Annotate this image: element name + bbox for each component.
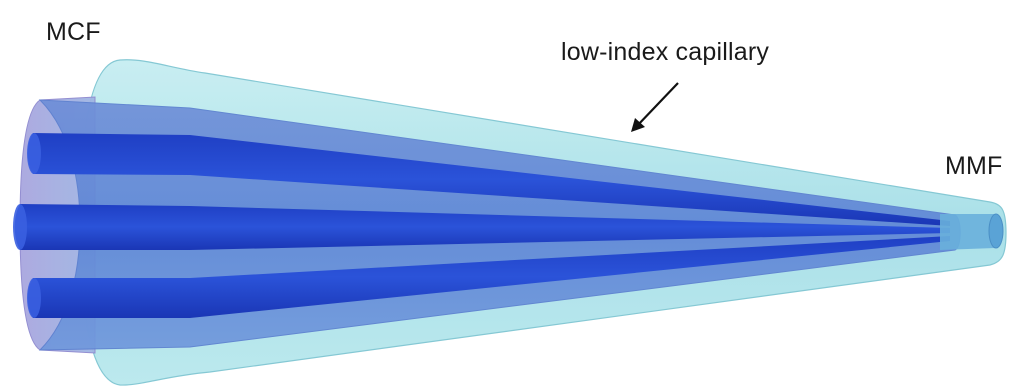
core-bottom [27,236,950,318]
core-top-endface [27,133,41,174]
core-top [27,133,950,226]
label-mmf: MMF [945,152,1003,180]
core-middle [14,204,950,250]
label-low-index-capillary: low-index capillary [561,38,770,66]
core-middle-endface [13,204,27,250]
mmf-endface [988,213,1004,249]
core-bottom-endface [27,278,41,318]
label-mcf: MCF [46,18,101,46]
capillary-arrow [631,82,679,132]
mmf-core [940,214,1002,250]
